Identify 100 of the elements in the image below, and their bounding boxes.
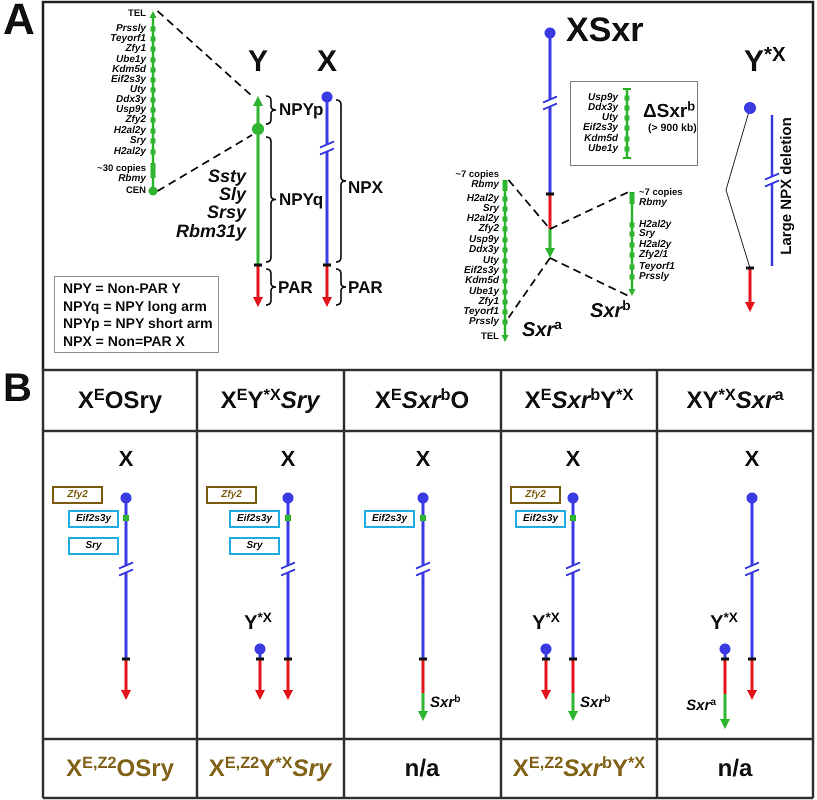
gene-label: Uty [602,113,618,123]
genotype-label: n/a [404,754,440,784]
gene-label: Uty [130,85,146,95]
marker-label: TEL [481,332,499,342]
region-label: NPX [348,178,383,198]
dashed-line [508,257,551,318]
gene-label: Ube1y [588,144,618,154]
gene-label: Kdm5d [112,65,146,75]
short-arm-drawing [252,96,264,135]
gene-label: Usp9y [468,235,499,245]
segment-label: Sxr$^{b}$ [430,694,460,712]
gene-label: Usp9y [116,105,146,115]
deletion-label: Large NPX deletion [778,117,796,255]
gene-map-drawing [628,192,636,296]
panel-label: B [3,365,32,412]
gene-label: Zfy2 [478,224,499,234]
segment-label: Sxr$^{a}$ [522,318,562,342]
definition-text: NPYp = NPY short arm [63,314,213,332]
dashed-line [156,10,253,97]
definition-text: NPY = Non-PAR Y [63,280,181,296]
inset-box [570,81,698,166]
gene-label: Rbmy [639,198,667,208]
gene-box: Sry [229,537,280,555]
gene-box: Eif2s3y [515,510,566,528]
chromosome-label: X [566,446,580,472]
gene-label: Ddx3y [588,103,618,113]
gene-label: Uty [482,256,499,266]
definition-text: NPX = Non=PAR X [63,332,185,350]
genotype-label: X$^{E}$Sxr$^{b}$Y$^{*X}$ [524,386,634,416]
gene-label: Prssly [116,24,146,34]
gene-label: Ube1y [116,55,146,65]
gene-map-drawing [502,180,508,342]
marker-label: TEL [128,9,146,19]
dashed-line [550,257,629,297]
genotype-label: X$^{E}$Sxr$^{b}$O [374,386,470,416]
genotype-label: X$^{E}$Y$^{*X}$Sry [220,386,320,416]
gene-label: H2al2y [639,220,672,230]
deletion-label: ΔSxr$^{b}$ [643,100,696,123]
gene-label: Kdm5d [584,134,618,144]
chromosome-label: X [416,446,430,472]
definition-text: NPYq = NPY long arm [63,298,207,314]
chromosome-label: X [744,446,760,472]
marker-label: ~7 copies [639,188,683,198]
gene-label: Usp9y [588,93,618,103]
segment-label: Sxr$^{a}$ [686,697,716,715]
chromosome-label: Y [248,44,268,80]
gene-label: Sry [639,229,656,239]
chromosome-label: X [280,446,296,472]
gene-label: H2al2y [114,147,146,157]
chromosome-label: Y$^{*X}$ [532,611,560,635]
gene-label: Teyorf1 [110,34,146,44]
gene-box: Zfy2 [206,486,257,504]
gene-label: Eif2s3y [110,75,146,85]
gene-box: Zfy2 [52,486,103,504]
chromosome-label: X [118,446,134,472]
chromosome-label: XSxr [566,10,644,50]
genotype-label: X$^{E,Z2}$Y$^{*X}$Sry [208,754,332,784]
gene-label: Eif2s3y [464,266,499,276]
gene-label: H2al2y [466,214,499,224]
gene-label: Kdm5d [465,276,499,286]
gene-label: Prssly [468,317,499,327]
gene-label: Ube1y [468,287,499,297]
genotype-label: n/a [718,754,752,784]
gene-box: Eif2s3y [68,510,119,528]
gene-label: H2al2y [639,240,672,250]
genotype-label: X$^{E,Z2}$OSry [66,754,174,784]
gene-label: Ssty [208,166,246,187]
region-label: NPYp [279,100,324,120]
panel-label: A [3,0,35,46]
gene-label: Prssly [639,272,670,282]
dashed-line [550,191,629,230]
gene-label: Sry [130,136,146,146]
gene-label: Zfy2 [125,115,146,125]
gene-label: H2al2y [466,194,499,204]
gene-label: Teyorf1 [639,262,675,272]
dashed-line [157,134,252,192]
gene-label: Teyorf1 [463,307,499,317]
gene-label: Ddx3y [116,95,146,105]
gene-label: Zfy2/1 [639,250,668,260]
gene-box: Sry [68,537,119,555]
chromosome-label: Y$^{*X}$ [744,44,786,80]
gene-label: Ddx3y [468,245,499,255]
genotype-label: X$^{E}$OSry [78,386,162,416]
gene-box: Zfy2 [510,486,561,504]
definition-box [54,276,219,353]
gene-map-drawing [148,11,158,196]
gene-label: Sry [482,204,499,214]
marker-label: CEN [126,186,146,196]
chromosome-label: Y$^{*X}$ [710,611,738,635]
chromosome-label: X [317,44,337,80]
genotype-label: XY$^{*X}$Sxr$^{a}$ [686,386,784,416]
size-label: (> 900 kb) [648,122,697,134]
marker-label: ~30 copies [97,164,146,174]
gene-box: Eif2s3y [364,510,415,528]
gene-label: Rbmy [118,174,146,184]
genotype-label: X$^{E,Z2}$Sxr$^{b}$Y$^{*X}$ [512,754,646,784]
gene-label: Zfy1 [125,44,146,54]
segment-label: Sxr$^{b}$ [580,694,610,712]
marker-label: ~7 copies [455,170,499,180]
gene-label: Rbm31y [176,221,246,243]
